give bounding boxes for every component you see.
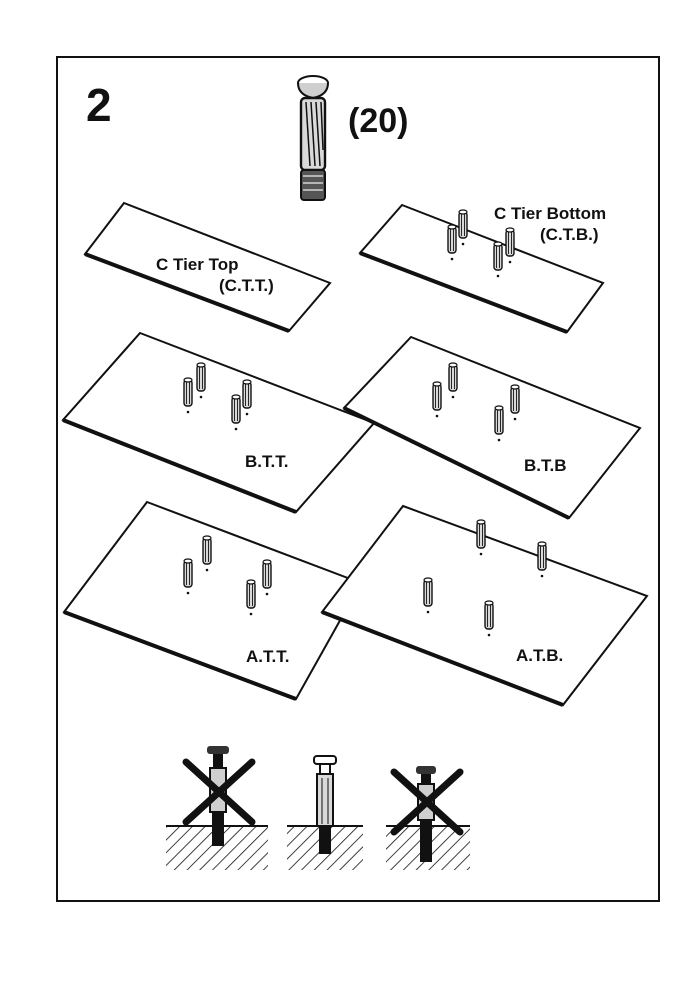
panel-ctt-name: C Tier Top <box>156 255 239 274</box>
dowel-quantity: (20) <box>348 102 409 140</box>
panel-btt <box>61 331 376 514</box>
cross-mark-icon <box>182 758 256 826</box>
panel-att-code: A.T.T. <box>246 647 290 666</box>
wooden-dowel-icon <box>297 75 329 201</box>
panel-ctb-name: C Tier Bottom <box>494 204 607 223</box>
panel-ctt-code: (C.T.T.) <box>219 276 274 295</box>
dowel-inserted-icon <box>287 755 363 870</box>
cross-mark-icon <box>390 768 464 836</box>
insertion-incorrect-2 <box>386 766 470 870</box>
panel-btt-code: B.T.T. <box>245 452 289 471</box>
instruction-frame <box>56 56 660 902</box>
panel-btb-code: B.T.B <box>524 456 567 475</box>
insertion-guide <box>166 746 470 870</box>
step-number: 2 <box>86 79 112 131</box>
panel-ctb-code: (C.T.B.) <box>540 225 599 244</box>
panel-atb-code: A.T.B. <box>516 646 564 665</box>
insertion-incorrect-1 <box>166 746 268 870</box>
